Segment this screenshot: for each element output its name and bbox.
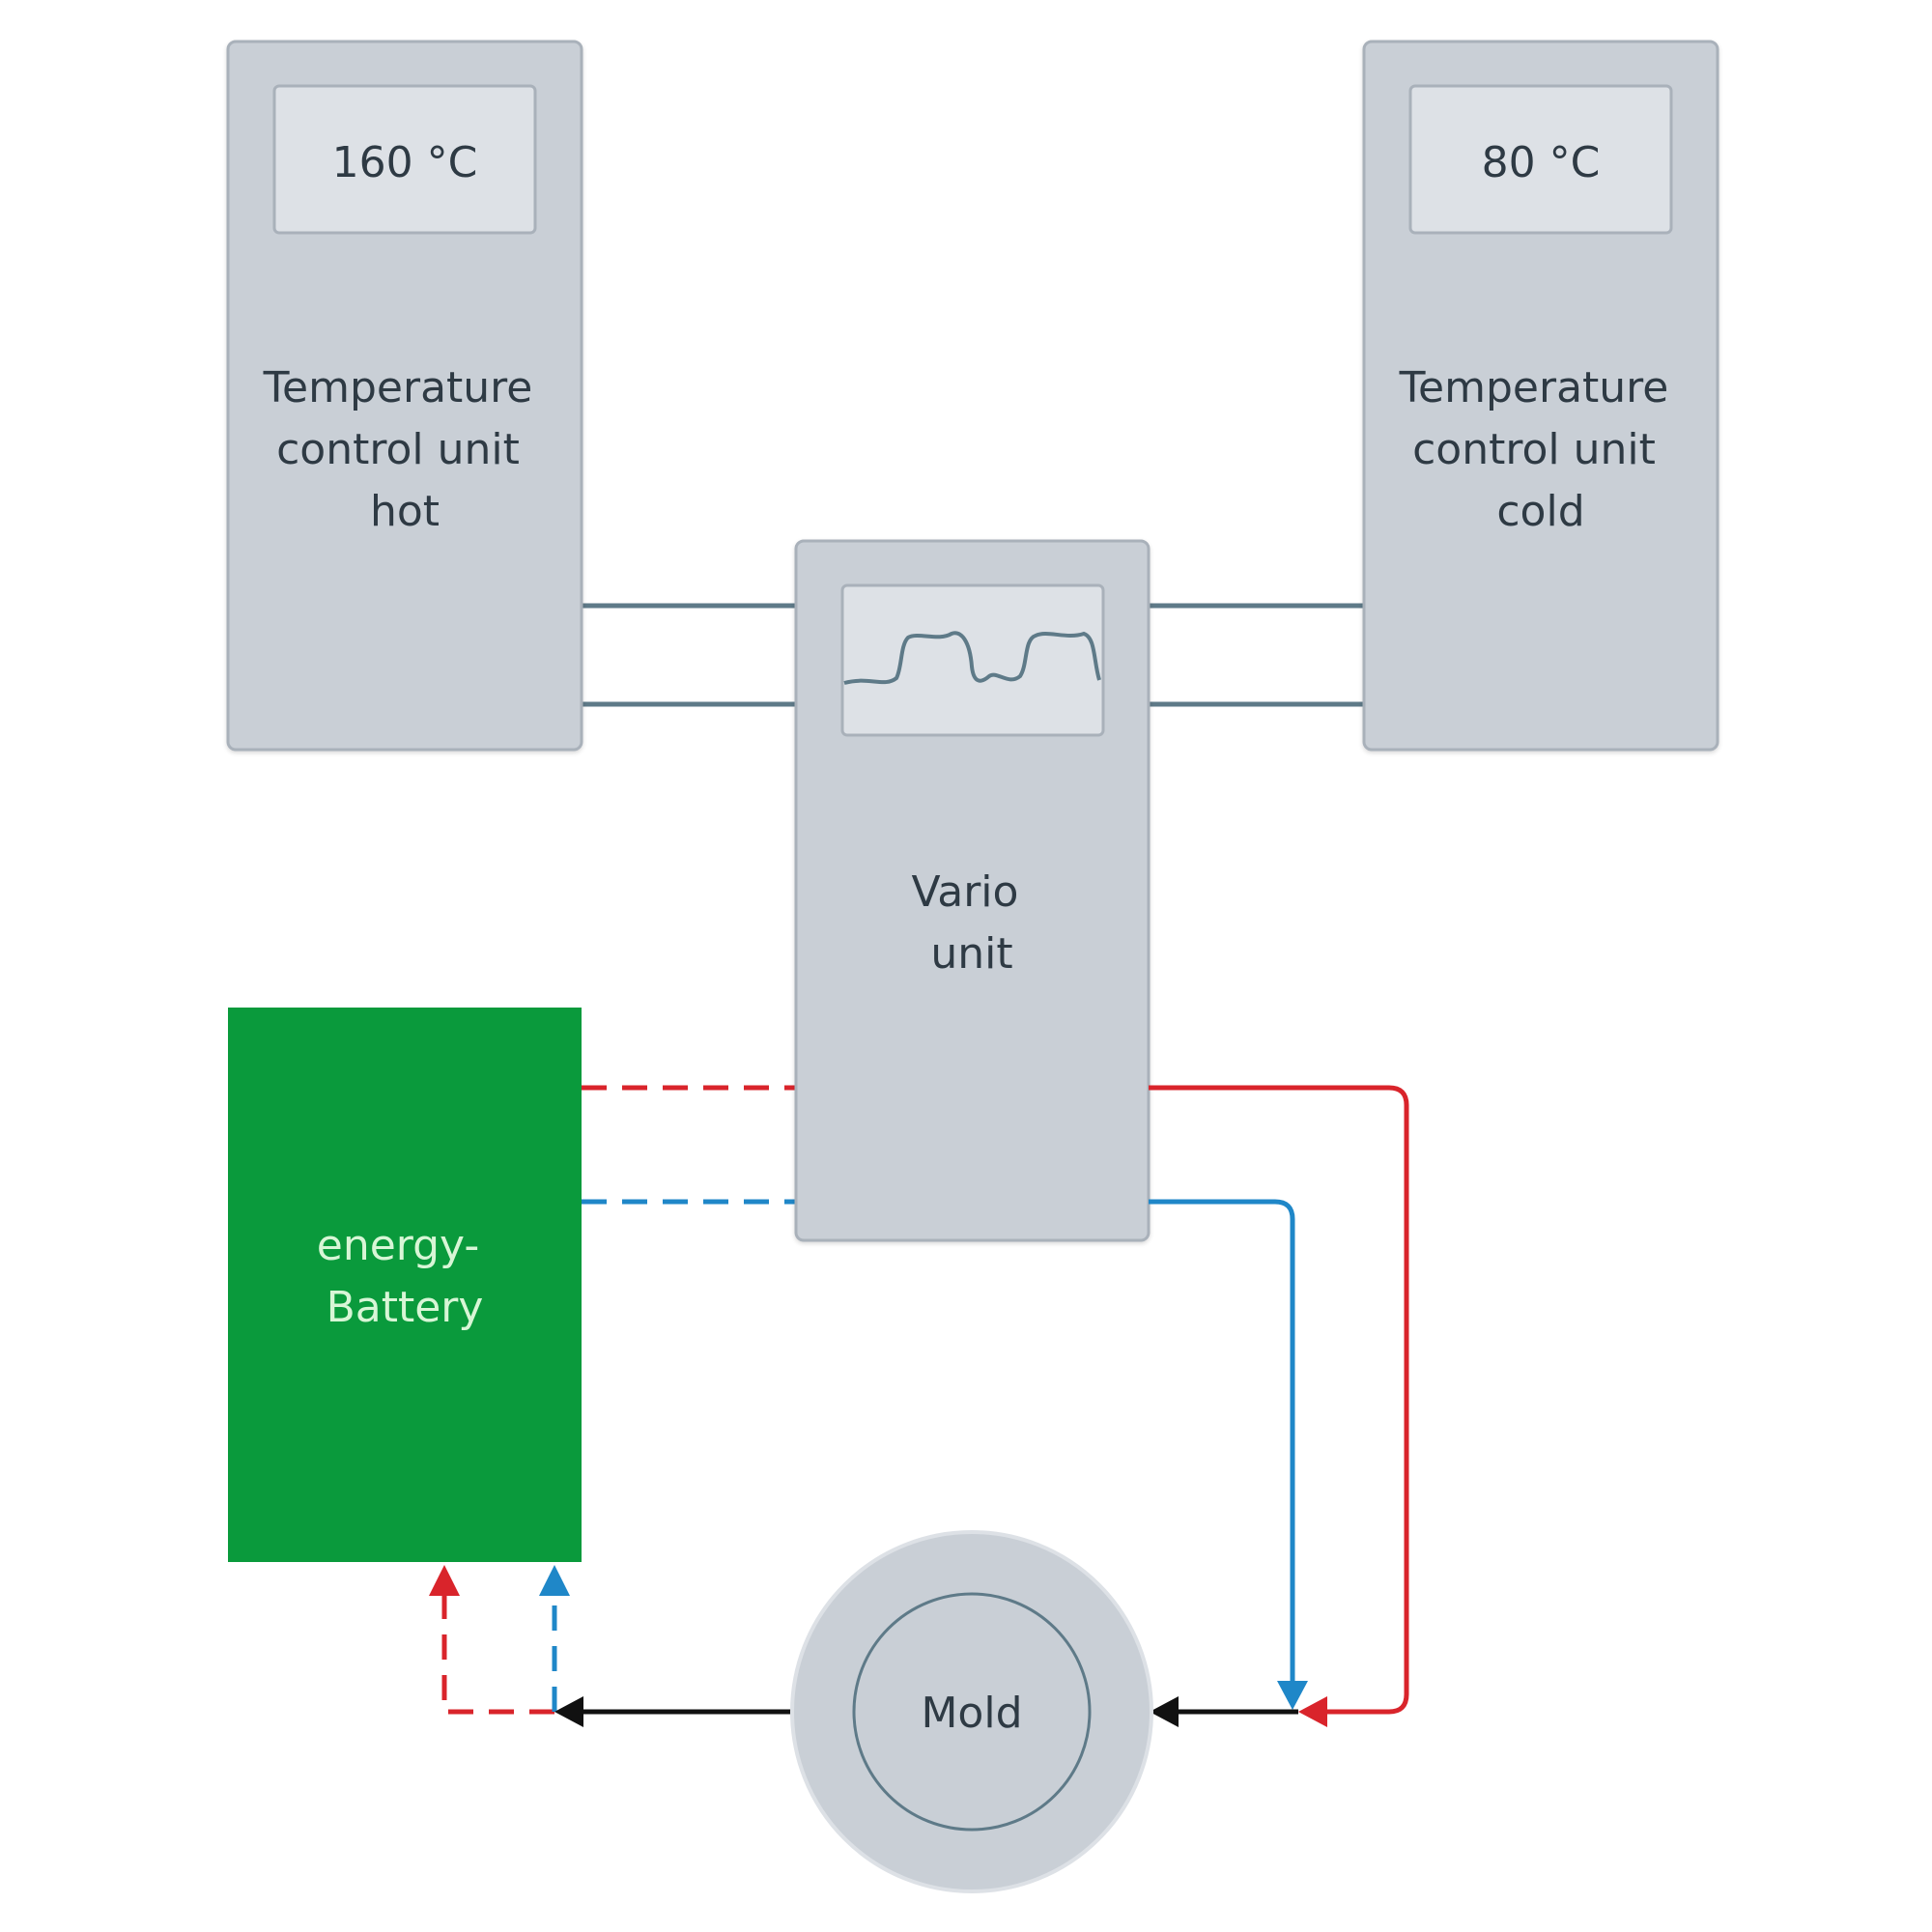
energy-battery-label: energy- Battery: [317, 1221, 493, 1332]
mold-inlet-arrowhead: [1150, 1696, 1179, 1727]
cold-unit-label-line: Temperature: [1399, 363, 1669, 412]
hot-supply-arrowhead: [1298, 1696, 1327, 1727]
hot-return-dashed-line: [441, 1594, 554, 1715]
hot-supply-line: [1149, 1085, 1409, 1715]
supply-lines: [1149, 1085, 1409, 1727]
temperature-control-unit-hot: 160 °C Temperature control unit hot: [226, 40, 583, 752]
temperature-control-unit-cold: 80 °C Temperature control unit cold: [1362, 40, 1719, 752]
vario-unit-label: Vario unit: [912, 867, 1033, 979]
hot-unit-label-line: hot: [370, 487, 440, 536]
vario-unit-label-line: unit: [930, 929, 1012, 979]
return-dashed-lines: [429, 1565, 570, 1715]
mold-label: Mold: [921, 1689, 1022, 1738]
hot-return-arrowhead: [429, 1565, 460, 1596]
hot-unit-label: Temperature control unit hot: [263, 363, 547, 536]
cold-unit-label: Temperature control unit cold: [1399, 363, 1683, 536]
pipes-hot-to-vario: [582, 603, 796, 707]
energy-battery-label-line: energy-: [317, 1221, 479, 1270]
mold-inner-ring: [852, 1592, 1092, 1832]
mold-flow-arrows: [554, 1696, 1298, 1727]
vario-unit: Vario unit: [794, 539, 1151, 1242]
hot-temperature-value: 160 °C: [332, 138, 478, 187]
hot-unit-label-line: control unit: [276, 425, 520, 474]
mold: Mold: [790, 1530, 1153, 1893]
energy-battery: energy- Battery: [228, 1008, 582, 1562]
cold-temperature-value: 80 °C: [1482, 138, 1601, 187]
cold-return-arrowhead: [539, 1565, 570, 1596]
cold-unit-label-line: control unit: [1412, 425, 1656, 474]
cold-unit-label-line: cold: [1496, 487, 1584, 536]
cold-temperature-display: [1408, 84, 1673, 235]
mold-outlet-arrowhead: [554, 1696, 583, 1727]
vario-unit-label-line: Vario: [912, 867, 1019, 917]
waveform-icon: [843, 631, 1101, 685]
hot-temperature-display: [272, 84, 537, 235]
battery-vario-dashed-links: [582, 1085, 796, 1205]
cold-supply-arrowhead: [1277, 1681, 1308, 1710]
cold-supply-line: [1149, 1199, 1295, 1681]
energy-battery-label-line: Battery: [327, 1283, 484, 1332]
pipes-vario-to-cold: [1149, 603, 1364, 707]
hot-unit-label-line: Temperature: [263, 363, 533, 412]
